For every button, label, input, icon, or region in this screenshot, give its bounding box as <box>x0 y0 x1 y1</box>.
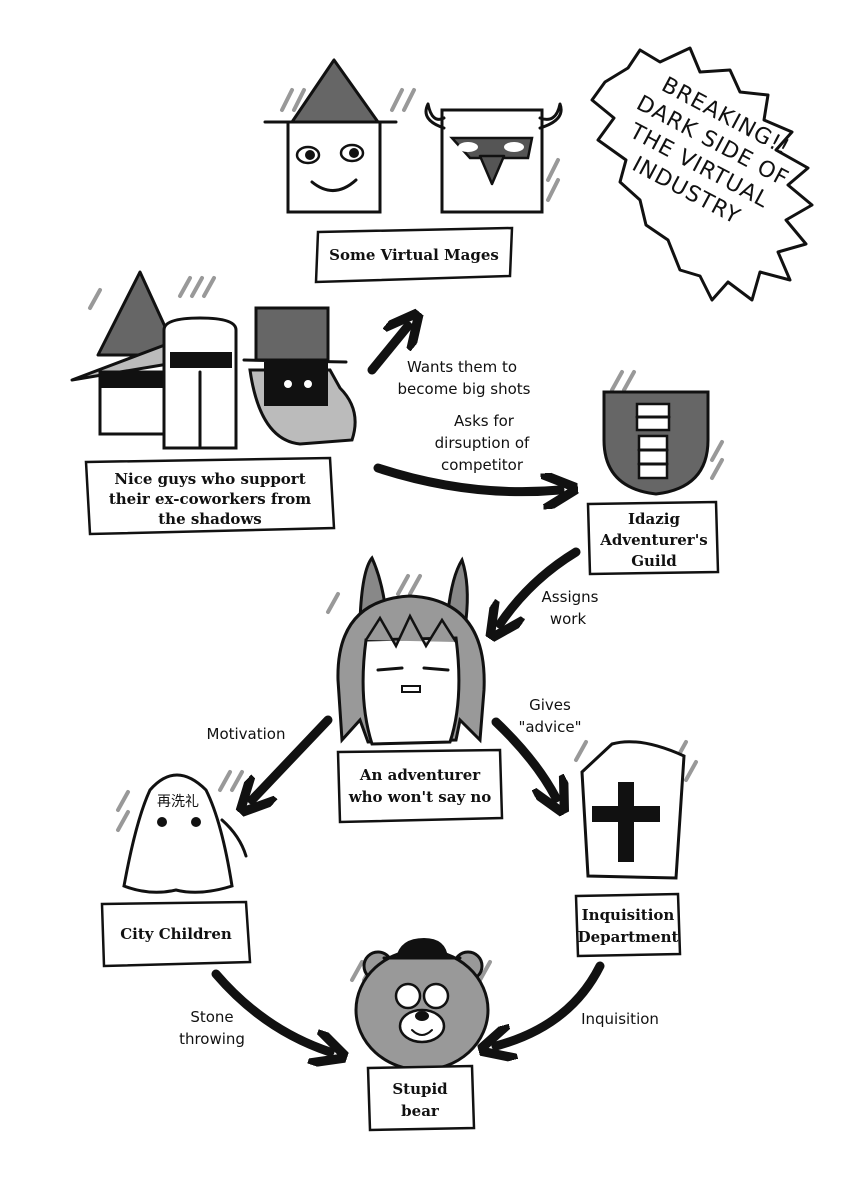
virtual-mages-figure <box>263 58 563 214</box>
edge-label-assigns-2: work <box>550 610 587 628</box>
nice-guys-caption-scroll: Nice guys who support their ex-coworkers… <box>84 456 336 536</box>
guild-caption-2: Adventurer's <box>599 531 708 549</box>
inquisition-caption-1: Inquisition <box>582 906 675 924</box>
guild-caption-1: Idazig <box>628 510 680 528</box>
bear-caption-2: bear <box>401 1102 440 1120</box>
arrow-adventurer-to-children <box>252 715 333 800</box>
nice-guys-figure <box>70 270 357 450</box>
edge-label-assigns-1: Assigns <box>542 588 599 606</box>
arrow-children-to-bear <box>211 969 330 1052</box>
adventurer-figure <box>326 555 486 746</box>
mages-caption: Some Virtual Mages <box>329 246 499 264</box>
adventurer-caption-2: who won't say no <box>348 788 492 806</box>
edge-label-wants-2: become big shots <box>398 380 531 398</box>
inquisition-caption-2: Department <box>578 928 679 946</box>
arrow-guild-to-adventurer <box>500 547 581 624</box>
edge-label-asks-1: Asks for <box>454 412 515 430</box>
children-caption-scroll: City Children <box>100 900 252 968</box>
adventurer-caption-scroll: An adventurer who won't say no <box>336 748 504 824</box>
adventurer-caption-1: An adventurer <box>359 766 481 784</box>
edge-label-wants-1: Wants them to <box>407 358 517 376</box>
nice-guys-caption-3: the shadows <box>158 510 262 528</box>
edge-label-stone-2: throwing <box>179 1030 245 1048</box>
inquisition-caption-scroll: Inquisition Department <box>574 892 682 958</box>
edge-label-asks-3: competitor <box>441 456 524 474</box>
nice-guys-caption-1: Nice guys who support <box>114 470 305 488</box>
edge-label-gives-1: Gives <box>529 696 571 714</box>
arrow-nice-guys-to-guild <box>373 463 560 492</box>
guild-caption-3: Guild <box>631 552 677 570</box>
ghost-child-figure: 再洗礼 <box>116 770 248 894</box>
edge-label-asks-2: dirsuption of <box>435 434 530 452</box>
bear-figure <box>350 938 492 1072</box>
guild-shield-figure <box>602 370 724 496</box>
children-caption: City Children <box>120 925 232 943</box>
edge-label-motivation: Motivation <box>207 725 286 743</box>
arrow-nice-guys-to-mages <box>367 326 408 375</box>
bear-caption-1: Stupid <box>392 1080 448 1098</box>
arrow-inquisition-to-bear <box>496 961 605 1046</box>
breaking-burst: BREAKING!! DARK SIDE OF THE VIRTUAL INDU… <box>590 46 814 302</box>
arrow-adventurer-to-inquisition <box>491 717 556 798</box>
guild-caption-scroll: Idazig Adventurer's Guild <box>586 500 720 576</box>
edge-label-inquisition: Inquisition <box>581 1010 659 1028</box>
mages-caption-scroll: Some Virtual Mages <box>314 226 514 284</box>
edge-label-stone-1: Stone <box>190 1008 233 1026</box>
nice-guys-caption-2: their ex-coworkers from <box>109 490 311 508</box>
ghost-sign-text: 再洗礼 <box>157 794 199 810</box>
bear-caption-scroll: Stupid bear <box>366 1064 476 1132</box>
edge-label-gives-2: "advice" <box>518 718 581 736</box>
tombstone-figure <box>574 740 698 880</box>
